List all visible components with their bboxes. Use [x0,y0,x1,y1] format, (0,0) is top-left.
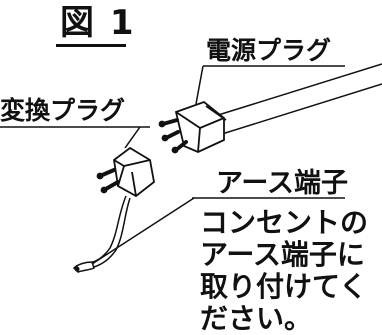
figure-title-underline [56,44,126,47]
instruction-line: ださい。 [200,302,313,335]
adapter-plug-label: 変換プラグ [0,96,126,125]
ground-terminal-label: アース端子 [216,168,349,199]
instruction-line: アース端子に [200,238,365,271]
power-plug-label: 電源プラグ [206,36,332,65]
adapter-plug-leader-pointer [124,126,141,149]
ground-wire [85,195,131,269]
instruction-line: コンセントの [200,206,369,239]
power-cord [214,63,382,135]
instruction-line: 取り付けてく [200,270,368,303]
adapter-plug-icon [96,146,155,198]
power-plug-icon [158,100,227,154]
figure-title: 図 1 [60,3,136,43]
ground-terminal-lug-icon [72,261,95,273]
instruction-text: コンセントの アース端子に 取り付けてく ださい。 [200,207,368,335]
ground-terminal-leader-pointer [91,197,195,265]
power-plug-leader-pointer [195,65,204,105]
